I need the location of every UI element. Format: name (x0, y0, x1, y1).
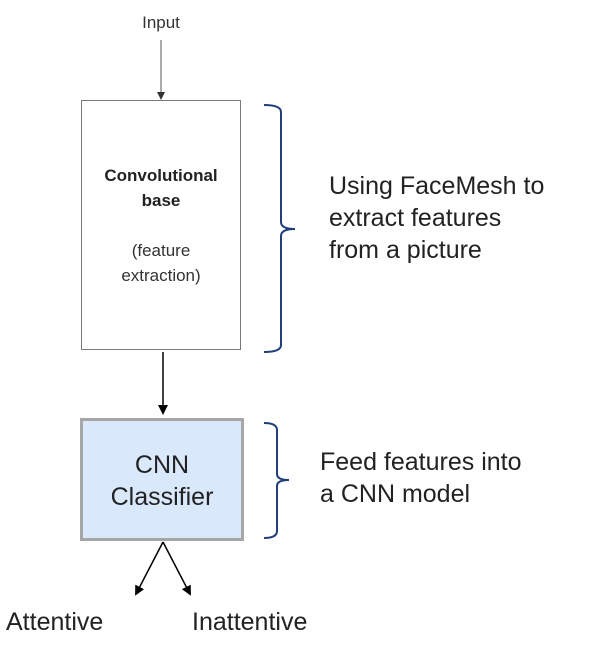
bracket-top (263, 104, 296, 353)
output-inattentive: Inattentive (192, 608, 308, 636)
annotation-bottom-line1: Feed features into (320, 448, 522, 476)
conv-title-line1: Convolutional (104, 166, 218, 185)
cnn-line1: CNN (134, 451, 190, 479)
inattentive-arrow (162, 541, 191, 596)
cnn-classifier-box (80, 418, 244, 541)
bracket-bottom (263, 422, 290, 539)
annotation-top-line3: from a picture (329, 236, 482, 264)
annotation-top-line1: Using FaceMesh to (329, 172, 545, 200)
conv-sub-line2: extraction) (121, 266, 201, 285)
convolutional-base-box (81, 100, 241, 350)
input-label: Input (142, 13, 180, 32)
attentive-arrow (135, 541, 164, 596)
annotation-bottom-line2: a CNN model (320, 480, 471, 508)
cnn-line2: Classifier (110, 483, 214, 511)
conv-title-line2: base (141, 191, 181, 210)
output-attentive: Attentive (6, 608, 104, 636)
conv-sub-line1: (feature (131, 241, 191, 260)
annotation-top-line2: extract features (329, 204, 502, 232)
